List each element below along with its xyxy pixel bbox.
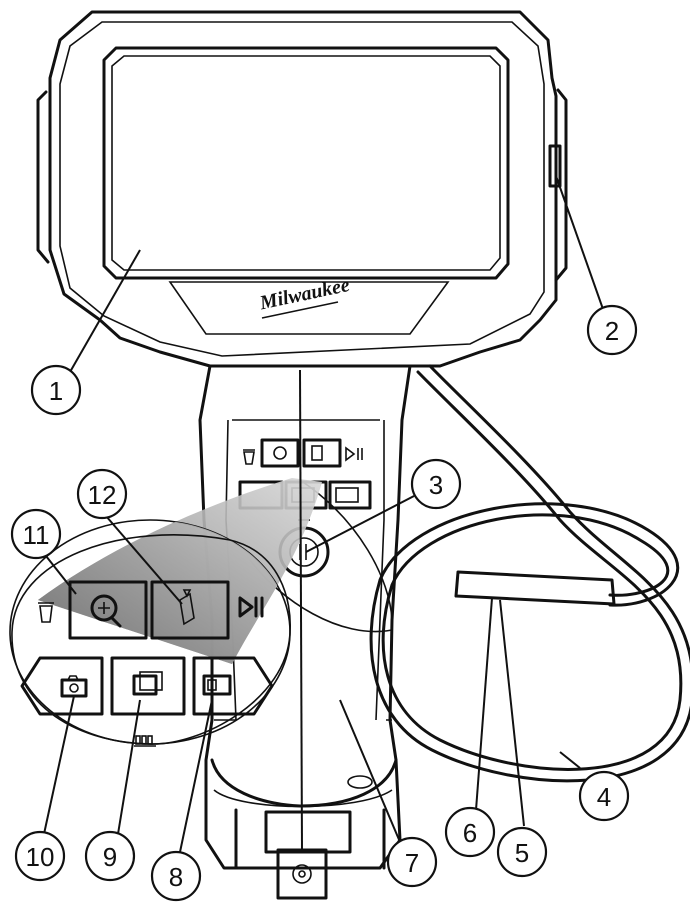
callout-1: 1	[30, 364, 82, 416]
batteries-icon	[134, 735, 156, 747]
callout-label: 2	[605, 316, 619, 346]
screen	[102, 46, 510, 280]
callout-label: 6	[463, 818, 477, 848]
callout-label: 1	[49, 376, 63, 406]
callout-4: 4	[578, 770, 630, 822]
callout-label: 4	[597, 782, 611, 812]
zoom-icon	[90, 594, 122, 628]
trash-icon	[38, 602, 54, 623]
play-pause-icon	[345, 446, 363, 462]
callout-label: 11	[23, 520, 50, 550]
play-pause-icon	[238, 596, 264, 618]
side-port	[548, 144, 562, 188]
cable	[369, 364, 690, 783]
rotate-icon	[179, 589, 195, 626]
callout-7: 7	[386, 836, 438, 888]
camera-head	[454, 570, 616, 606]
callout-9: 9	[84, 830, 136, 882]
trash-icon	[243, 449, 255, 465]
callout-8: 8	[150, 850, 202, 902]
callout-12: 12	[76, 468, 128, 520]
callout-2: 2	[586, 304, 638, 356]
callout-label: 9	[103, 842, 117, 872]
callout-5: 5	[496, 826, 548, 878]
screen-housing	[36, 10, 568, 368]
camera-icon	[60, 675, 88, 698]
callout-label: 10	[26, 842, 55, 872]
callout-11: 11	[10, 508, 62, 560]
callout-label: 12	[88, 480, 117, 510]
callout-label: 3	[429, 470, 443, 500]
callout-3: 3	[410, 458, 462, 510]
video-icon	[202, 674, 232, 696]
leader-lines	[43, 175, 605, 853]
callout-label: 5	[515, 838, 529, 868]
callout-6: 6	[444, 806, 496, 858]
gallery-icon	[132, 671, 163, 696]
callout-label: 7	[405, 848, 419, 878]
callout-label: 8	[169, 862, 183, 892]
callouts: 1 2 3 4 5 6 7 8 9 10 11 12	[10, 304, 638, 902]
logo-panel: Milwaukee	[168, 274, 450, 335]
callout-10: 10	[14, 830, 66, 882]
